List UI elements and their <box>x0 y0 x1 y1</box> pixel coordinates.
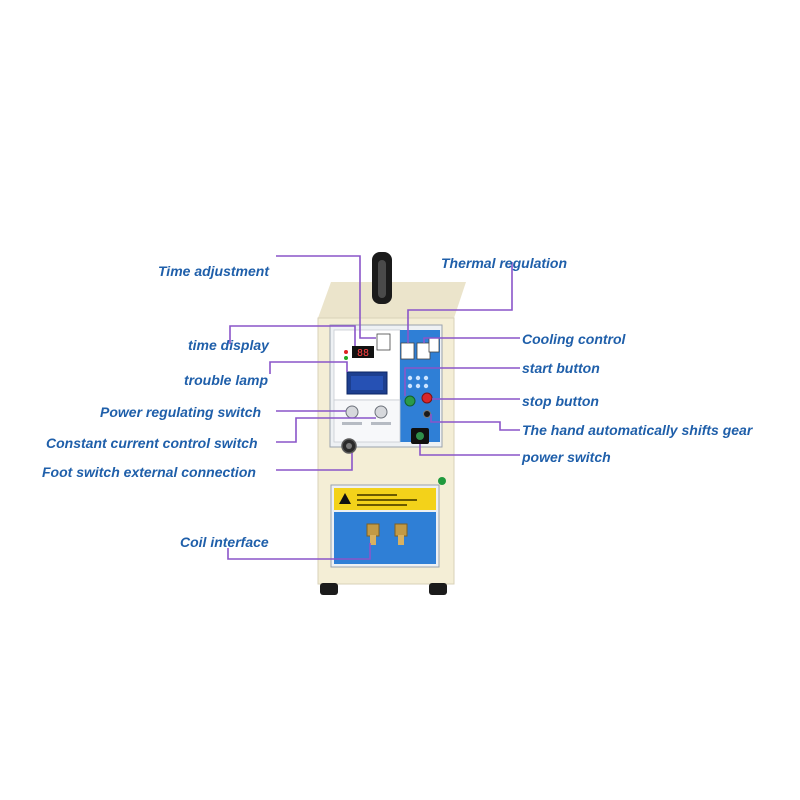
time-adjust-knob[interactable] <box>376 333 391 351</box>
coil-connector-right-stem <box>398 535 404 545</box>
coil-connector-left[interactable] <box>366 523 380 537</box>
stop-button[interactable] <box>421 392 433 404</box>
indicator-lamp <box>344 350 348 354</box>
thermal-regulation-knob[interactable] <box>400 342 415 360</box>
warning-icon <box>339 493 351 504</box>
label-hand-auto-shift-gear: The hand automatically shifts gear <box>522 422 753 438</box>
coil-connector-right[interactable] <box>394 523 408 537</box>
aux-knob[interactable] <box>428 337 440 353</box>
time-display-digits: 88 <box>357 348 369 359</box>
start-button[interactable] <box>404 395 416 407</box>
cooling-control-knob[interactable] <box>416 342 431 360</box>
warning-text-line <box>357 494 397 496</box>
leader-line-foot-switch <box>276 453 353 471</box>
status-led <box>423 383 429 389</box>
label-coil-interface: Coil interface <box>180 534 269 550</box>
leader-line-start-button <box>404 367 520 396</box>
status-led <box>423 375 429 381</box>
label-cooling-control: Cooling control <box>522 331 626 347</box>
power-regulating-knob[interactable] <box>345 405 359 419</box>
carry-handle-highlight <box>378 260 386 298</box>
warning-text-line <box>357 504 407 506</box>
label-time-display: time display <box>188 337 269 353</box>
label-stop-button: stop button <box>522 393 599 409</box>
indicator-lamp <box>344 356 348 360</box>
leader-line-time-adjustment <box>276 255 376 339</box>
power-switch-indicator <box>416 432 424 440</box>
leader-line-constant-current-switch <box>276 417 376 443</box>
leader-line-hand-auto-shift <box>430 414 520 431</box>
induction-heater-machine: 88 <box>317 252 466 595</box>
status-led <box>407 375 413 381</box>
trouble-lamp-screen <box>351 376 383 390</box>
status-led <box>407 383 413 389</box>
knob-scale <box>342 422 362 425</box>
leader-line-coil-interface <box>227 543 371 560</box>
foot-left <box>320 583 338 595</box>
status-led <box>415 375 421 381</box>
hand-auto-shift-toggle[interactable] <box>423 410 431 418</box>
leader-line-power-switch <box>419 444 520 456</box>
ground-mark <box>438 477 446 485</box>
label-start-button: start button <box>522 360 600 376</box>
status-led <box>415 383 421 389</box>
label-power-switch: power switch <box>522 449 611 465</box>
leader-line-trouble-lamp <box>269 361 348 374</box>
leader-lines <box>227 255 520 560</box>
constant-current-knob[interactable] <box>374 405 388 419</box>
label-foot-switch-external-connection: Foot switch external connection <box>42 464 256 480</box>
foot-right <box>429 583 447 595</box>
coil-connector-left-stem <box>370 535 376 545</box>
foot-switch-connector-pin <box>346 443 352 449</box>
time-display <box>352 346 374 358</box>
cabinet-top <box>318 282 466 318</box>
lower-left-panel <box>333 399 401 443</box>
label-thermal-regulation: Thermal regulation <box>441 255 568 271</box>
leader-line-time-display <box>229 325 356 346</box>
label-constant-current-control-switch: Constant current control switch <box>46 435 258 451</box>
label-power-regulating-switch: Power regulating switch <box>100 404 262 420</box>
label-trouble-lamp: trouble lamp <box>184 372 269 388</box>
label-time-adjustment: Time adjustment <box>158 263 269 279</box>
leader-line-cooling-control <box>423 337 520 343</box>
leader-line-thermal-regulation <box>407 262 513 343</box>
coil-interface-panel <box>334 512 436 564</box>
knob-scale <box>371 422 391 425</box>
warning-text-line <box>357 499 417 501</box>
